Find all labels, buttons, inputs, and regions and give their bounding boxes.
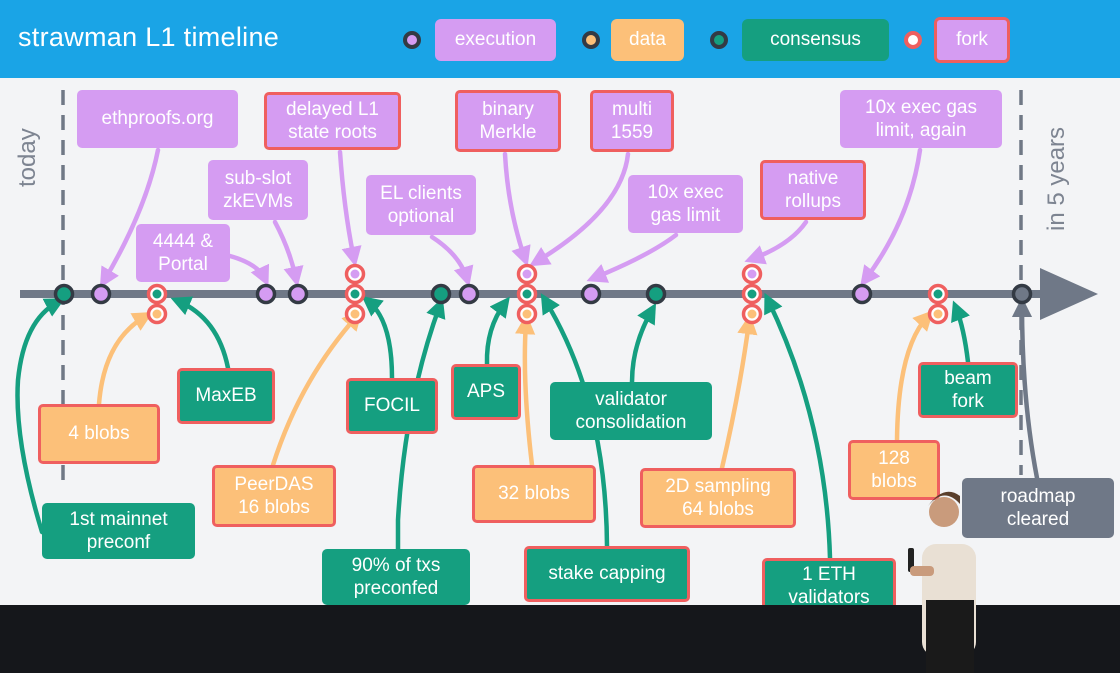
milestone-valcons: validator consolidation — [550, 382, 712, 440]
legend-fork: fork — [934, 17, 1010, 63]
milestone-delayed: delayed L1 state roots — [264, 92, 401, 150]
connector-native — [744, 219, 809, 265]
stack-dot-752-1-fill — [747, 289, 757, 299]
legend-consensus-dot-icon — [710, 31, 728, 49]
milestone-elclients: EL clients optional — [366, 175, 476, 235]
connector-valcons — [629, 302, 657, 385]
milestone-native: native rollups — [760, 160, 866, 220]
stack-dot-355-0-fill — [350, 269, 360, 279]
milestone-exec10x: 10x exec gas limit — [628, 175, 743, 233]
stack-dot-938-0-fill — [933, 289, 943, 299]
connector-aps — [484, 296, 510, 367]
connector-portal — [227, 253, 270, 287]
slide-title: strawman L1 timeline — [18, 22, 280, 52]
legend-execution: execution — [435, 19, 556, 61]
connector-elclients — [429, 234, 474, 287]
connector-blobs4 — [96, 311, 154, 407]
milestone-binary: binary Merkle — [455, 90, 561, 152]
axis-dot-preconf — [53, 283, 75, 305]
axis-dot-862 — [851, 283, 873, 305]
milestone-blobs32: 32 blobs — [472, 465, 596, 523]
stack-dot-527-2-fill — [522, 309, 532, 319]
connector-delayed — [337, 149, 362, 267]
stack-dot-938-1-fill — [933, 309, 943, 319]
milestone-aps: APS — [451, 364, 521, 420]
milestone-sampling: 2D sampling 64 blobs — [640, 468, 796, 528]
axis-dot-roadmap — [1011, 283, 1033, 305]
connector-sampling — [719, 313, 758, 471]
axis-dot-maxeb-fill — [152, 289, 162, 299]
milestone-capping: stake capping — [524, 546, 690, 602]
connector-blobs128 — [894, 310, 934, 443]
axis-dot-469 — [458, 283, 480, 305]
milestone-eth1: 1 ETH validators — [762, 558, 896, 605]
connector-subslot — [272, 219, 304, 287]
stack-dot-527-1-fill — [522, 289, 532, 299]
axis-dot-101 — [90, 283, 112, 305]
stack-dot-527-0-fill — [522, 269, 532, 279]
connector-multi — [529, 151, 631, 267]
connector-focil — [361, 295, 395, 381]
connector-ethproofs — [99, 147, 161, 288]
timeline-diagram — [15, 90, 1098, 561]
milestone-exec10x2: 10x exec gas limit, again — [840, 90, 1002, 148]
header-bar: strawman L1 timeline execution data cons… — [0, 0, 1120, 78]
connector-exec10x2 — [860, 147, 923, 287]
connector-roadmap — [1011, 296, 1040, 481]
legend-consensus: consensus — [742, 19, 889, 61]
milestone-focil: FOCIL — [346, 378, 438, 434]
connector-preconf — [15, 298, 66, 535]
legend-fork-dot-icon — [904, 31, 922, 49]
connector-binary — [502, 151, 531, 267]
milestone-ethproofs: ethproofs.org — [77, 90, 238, 148]
milestone-peerdas: PeerDAS 16 blobs — [212, 465, 336, 527]
stack-dot-355-2-fill — [350, 309, 360, 319]
axis-dot-266 — [255, 283, 277, 305]
timeline-arrowhead — [1040, 268, 1098, 320]
legend-execution-dot-icon — [403, 31, 421, 49]
connector-blobs32 — [515, 313, 536, 468]
connector-maxeb — [170, 296, 231, 371]
milestone-preconf: 1st mainnet preconf — [42, 503, 195, 559]
milestone-maxeb: MaxEB — [177, 368, 275, 424]
axis-dot-valcons — [645, 283, 667, 305]
legend-data-dot-icon — [582, 31, 600, 49]
connector-peerdas — [270, 309, 363, 468]
milestone-txs90: 90% of txs preconfed — [322, 549, 470, 605]
legend-data: data — [611, 19, 684, 61]
axis-dot-591 — [580, 283, 602, 305]
milestone-blobs128: 128 blobs — [848, 440, 940, 500]
axis-dot-txs90 — [430, 283, 452, 305]
slide: strawman L1 timeline execution data cons… — [0, 0, 1120, 605]
connector-beam — [951, 300, 971, 365]
stack-dot-355-1-fill — [350, 289, 360, 299]
stack-dot-752-2-fill — [747, 309, 757, 319]
milestone-blobs4: 4 blobs — [38, 404, 160, 464]
stack-dot-752-0-fill — [747, 269, 757, 279]
milestone-portal: 4444 & Portal — [136, 224, 230, 282]
connector-exec10x — [586, 232, 679, 283]
connector-eth1 — [764, 292, 833, 561]
axis-dot-298 — [287, 283, 309, 305]
milestone-subslot: sub-slot zkEVMs — [208, 160, 308, 220]
milestone-roadmap: roadmap cleared — [962, 478, 1114, 538]
milestone-multi: multi 1559 — [590, 90, 674, 152]
milestone-beam: beam fork — [918, 362, 1018, 418]
stack-dot-157-0-fill — [152, 309, 162, 319]
